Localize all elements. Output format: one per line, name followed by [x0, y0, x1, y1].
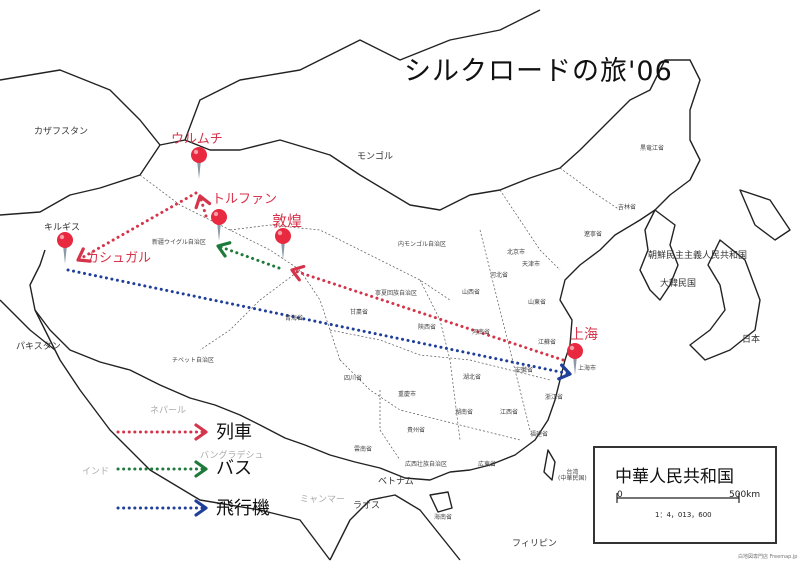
- prov-label-hebei: 河北省: [490, 272, 509, 279]
- prov-label-beijing: 北京市: [507, 249, 526, 256]
- prov-label-shandong: 山東省: [528, 299, 547, 306]
- prov-label-guangxi: 広西壮族自治区: [405, 461, 448, 468]
- legend-line-bus: [116, 460, 208, 478]
- country-label-north-korea: 朝鮮民主主義人民共和国: [648, 251, 748, 261]
- prov-label-jiangxi: 江西省: [500, 409, 519, 416]
- prov-border-5: [419, 279, 461, 441]
- scale-bar: [616, 493, 740, 503]
- prov-label-gansu: 甘粛省: [350, 309, 369, 316]
- scale-box-title: 中華人民共和国: [615, 467, 734, 487]
- country-label-kazakhstan: カザフスタン: [34, 127, 89, 137]
- prov-border-3: [329, 329, 551, 381]
- kazakhstan-border: [0, 69, 161, 146]
- mongolia-border: [184, 9, 541, 141]
- legend-label-train: 列車: [216, 422, 252, 443]
- country-label-south-korea: 大韓民国: [660, 279, 697, 289]
- prov-label-inner-mongolia: 内モンゴル自治区: [398, 241, 447, 248]
- city-label-urumqi: ウルムチ: [171, 132, 223, 147]
- prov-label-tianjin: 天津市: [522, 261, 541, 268]
- prov-label-xinjiang: 新疆ウイグル自治区: [152, 239, 206, 246]
- hainan-coast: [429, 491, 453, 513]
- scale-end: 500km: [729, 490, 761, 500]
- prov-border-2: [229, 224, 451, 301]
- route-plane-kashgar-shanghai: [66, 268, 572, 381]
- prov-label-hainan: 海南省: [434, 514, 453, 521]
- scale-ratio: 1：4，013，600: [655, 511, 712, 519]
- prov-label-jilin: 吉林省: [618, 204, 637, 211]
- japan-north: [739, 189, 791, 241]
- prov-label-guizhou: 貴州省: [407, 427, 426, 434]
- route-bus-dunhuang-turpan: [216, 241, 281, 270]
- prov-border-9: [379, 390, 401, 461]
- country-label-kyrgyzstan: キルギス: [44, 223, 81, 233]
- prov-label-henan: 河南省: [472, 329, 491, 336]
- prov-label-hubei: 湖北省: [463, 374, 482, 381]
- city-label-shanghai: 上海: [570, 327, 598, 343]
- prov-label-fujian: 福建省: [530, 431, 549, 438]
- scale-start: 0: [617, 490, 623, 500]
- country-label-philippines: フィリピン: [512, 539, 557, 549]
- legend-line-plane: [116, 499, 208, 517]
- country-label-mongolia: モンゴル: [357, 152, 394, 162]
- southeast-asia-coast: [329, 494, 461, 561]
- country-label-nepal: ネパール: [150, 406, 187, 416]
- pakistan-border: [0, 299, 56, 351]
- prov-label-liaoning: 遼寧省: [584, 231, 603, 238]
- legend-label-bus: バス: [216, 458, 252, 479]
- country-label-laos: ラオス: [353, 501, 381, 511]
- prov-label-hunan: 湖南省: [455, 409, 474, 416]
- prov-label-chongqing: 重慶市: [398, 391, 417, 398]
- map-title: シルクロードの旅'06: [404, 56, 673, 87]
- map-credit: 白地図専門店 Freemap.jp: [738, 554, 798, 560]
- borders-group: [0, 9, 791, 561]
- prov-label-shanghai: 上海市: [578, 365, 597, 372]
- city-label-kashgar: カシュガル: [86, 251, 152, 266]
- country-label-vietnam: ベトナム: [378, 477, 414, 487]
- pin-kashgar: [57, 232, 73, 264]
- pin-turpan: [211, 209, 227, 241]
- prov-label-sichuan: 四川省: [344, 375, 363, 382]
- prov-label-zhejiang: 浙江省: [545, 394, 564, 401]
- country-label-myanmar: ミャンマー: [300, 495, 346, 505]
- prov-border-10: [199, 269, 301, 351]
- prov-border-1: [139, 174, 341, 361]
- pin-dunhuang: [275, 228, 291, 260]
- prov-label-heilongjiang: 黒竜江省: [640, 145, 665, 152]
- route-train-turpan-urumqi: [194, 194, 212, 218]
- prov-label-guangdong: 広東省: [478, 461, 497, 468]
- china-south-border: [29, 249, 451, 481]
- province-borders-group: [139, 167, 621, 461]
- country-label-pakistan: パキスタン: [16, 342, 61, 352]
- country-label-india: インド: [82, 467, 110, 477]
- country-label-bangladesh: バングラデシュ: [200, 451, 264, 461]
- japan-coast: [689, 239, 761, 361]
- prov-label-anhui: 安徽省: [515, 367, 534, 374]
- korea-peninsula: [639, 209, 679, 301]
- prov-label-tibet: チベット自治区: [172, 357, 215, 364]
- pin-shanghai: [567, 343, 583, 375]
- prov-label-taiwan: 台湾 (中華民国): [558, 469, 587, 482]
- prov-label-shaanxi: 陝西省: [418, 324, 437, 331]
- prov-label-shanxi: 山西省: [462, 289, 481, 296]
- country-label-japan: 日本: [742, 335, 761, 345]
- city-label-dunhuang: 敦煌: [272, 212, 303, 230]
- city-label-turpan: トルファン: [212, 192, 278, 207]
- prov-label-qinghai: 青海省: [285, 315, 304, 322]
- route-train-shanghai-dunhuang: [290, 264, 565, 362]
- india-border: [34, 309, 331, 561]
- prov-border-8: [559, 167, 621, 211]
- route-train-urumqi-kashgar: [76, 191, 198, 263]
- prov-label-ningxia: 寧夏回族自治区: [375, 290, 418, 297]
- prov-label-jiangsu: 江蘇省: [538, 339, 557, 346]
- legend-line-train: [116, 423, 208, 441]
- scale-box: 中華人民共和国 0 500km 1：4，013，600: [593, 446, 777, 544]
- taiwan-coast: [543, 449, 556, 481]
- prov-label-yunnan: 雲南省: [354, 446, 373, 453]
- pin-urumqi: [191, 147, 207, 179]
- legend-label-plane: 飛行機: [216, 498, 270, 519]
